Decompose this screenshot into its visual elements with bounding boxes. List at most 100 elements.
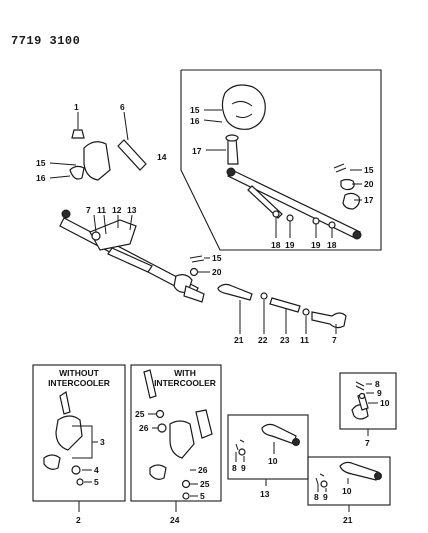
callout-19: 19 [311,240,321,250]
idler-bracket-part [55,415,83,451]
callout-20: 20 [364,179,374,189]
nut-part [286,214,294,222]
inset-title-line-2: INTERCOOLER [154,378,216,388]
tie-rod-end-part [339,461,379,481]
bolt-part [117,139,147,171]
inset-ref-21: 21 [343,515,353,525]
inset-with-intercooler: WITH INTERCOOLER 25 26 26 25 5 24 [130,364,222,525]
callout-20: 20 [212,267,222,277]
bracket-part [195,409,213,439]
callout-10: 10 [380,398,390,408]
pitman-arm-top [225,134,239,142]
callout-6: 6 [120,102,125,112]
tie-rod-end-part [261,423,297,445]
callout-15: 15 [190,105,200,115]
callout-9: 9 [241,463,246,473]
callout-19: 19 [285,240,295,250]
callout-26: 26 [198,465,208,475]
tie-rod-part [107,247,153,273]
idler-bracket-part [169,420,195,459]
callout-5: 5 [94,477,99,487]
tie-rod-assembly: 21 22 23 11 7 [217,283,347,345]
nut-part [189,267,199,277]
callout-26: 26 [139,423,149,433]
idler-arm-part [69,165,85,180]
inset-frame-13 [227,414,309,480]
callout-7: 7 [86,205,91,215]
bolt-part [59,391,71,415]
tie-rod-end-part [183,285,205,303]
inset-7: 8 9 10 7 [339,372,397,448]
nut-part [358,392,366,400]
inset-13: 8 9 10 13 [227,414,309,499]
callout-12: 12 [112,205,122,215]
tie-rod-part [247,185,283,219]
bolt-part [143,369,157,399]
ball-joint [61,209,71,219]
tie-rod-end-part [217,283,253,301]
callout-11: 11 [300,335,309,345]
callout-4: 4 [94,465,99,475]
callout-10: 10 [268,456,278,466]
diagram-code: 7719 3100 [11,34,81,48]
inset-ref-13: 13 [260,489,270,499]
inset-ref-7: 7 [365,438,370,448]
idler-arm-part [43,454,61,470]
callout-15: 15 [212,253,222,263]
callout-11: 11 [97,205,106,215]
cotter-pin-part [235,439,245,451]
washer-part [181,479,191,489]
inset-title-line-1: WITHOUT [59,368,99,378]
main-linkage: 1 6 15 16 7 11 12 13 15 20 [36,102,222,303]
callout-1: 1 [74,102,79,112]
nut-part [182,492,190,500]
callout-9: 9 [323,492,328,502]
callout-8: 8 [314,492,319,502]
idler-arm-part [149,464,167,480]
callout-16: 16 [190,116,200,126]
washer-part [155,409,165,419]
cotter-pin-part [333,163,347,173]
inset-title-line-2: INTERCOOLER [48,378,110,388]
steering-box-inset: 15 16 17 15 20 17 18 19 19 18 [180,69,382,251]
callout-3: 3 [100,437,105,447]
callout-5: 5 [200,491,205,501]
callout-18: 18 [271,240,281,250]
callout-7: 7 [332,335,337,345]
nut-part [320,480,328,488]
center-link-end-left [226,167,236,177]
ball-joint [374,472,382,480]
callout-25: 25 [135,409,145,419]
inset-without-intercooler: WITHOUT INTERCOOLER 3 4 5 2 [32,364,126,525]
callout-13: 13 [127,205,137,215]
inset-ref-2: 2 [76,515,81,525]
nut-part [302,308,310,316]
nut-part [328,221,336,229]
adjusting-tube-part [269,297,301,313]
washer-part [71,465,81,475]
inset-21: 8 9 10 21 [307,456,391,525]
cotter-pin-part [189,255,205,263]
pitman-arm-part [89,219,137,251]
nut-part [91,231,101,241]
bushing-part [157,423,167,433]
callout-9: 9 [377,388,382,398]
inset-ref-24: 24 [170,515,180,525]
gearbox-detail [231,100,253,119]
ball-joint [292,438,300,446]
callout-10: 10 [342,486,352,496]
callout-22: 22 [258,335,268,345]
cotter-pin-part [315,473,325,485]
inset-title-line-1: WITH [174,368,196,378]
callout-8: 8 [232,463,237,473]
callout-14: 14 [157,152,167,162]
callout-8: 8 [375,379,380,389]
pitman-arm-part [227,137,239,165]
cotter-pin-part [355,381,365,391]
center-link-part [227,169,361,239]
callout-15: 15 [364,165,374,175]
idler-arm-part [342,192,360,210]
tie-rod-end-part [311,311,347,329]
nut-part [71,129,85,139]
